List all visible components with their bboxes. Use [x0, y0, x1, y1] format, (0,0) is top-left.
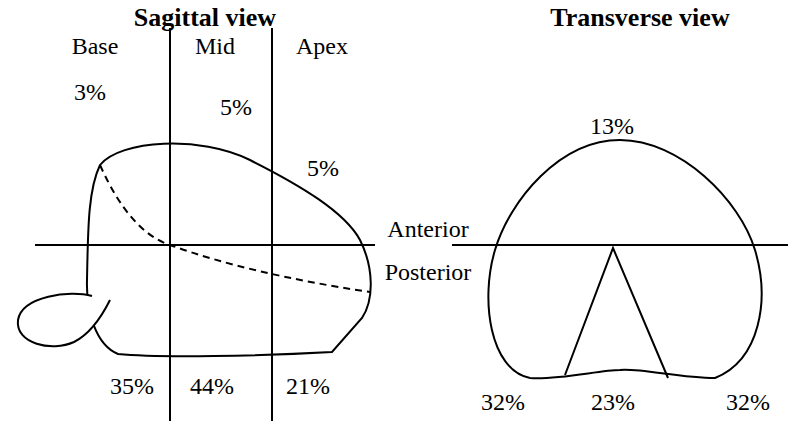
percentage: 21%	[286, 374, 330, 398]
percentage: 5%	[307, 156, 339, 180]
percentage: 32%	[726, 390, 770, 414]
percentage: 3%	[74, 80, 106, 104]
percentage: 23%	[591, 390, 635, 414]
percentage: 35%	[110, 374, 154, 398]
zone-name: Apex	[296, 34, 348, 58]
direction-label: Anterior	[387, 217, 468, 241]
percentage: 5%	[220, 95, 252, 119]
seminal-vesicle	[18, 294, 110, 346]
direction-label: Posterior	[385, 260, 472, 284]
percentage: 44%	[190, 374, 234, 398]
prostate-sagittal-outline	[87, 144, 371, 357]
zone-name: Base	[72, 34, 119, 58]
view-title: Sagittal view	[134, 5, 276, 31]
urethra-dashed	[100, 165, 370, 292]
view-title: Transverse view	[550, 5, 729, 31]
zone-triangle	[565, 248, 668, 378]
anterior-posterior-divider	[452, 244, 788, 246]
percentage: 32%	[481, 390, 525, 414]
percentage: 13%	[590, 114, 634, 138]
zone-name: Mid	[195, 34, 235, 58]
zone-divider	[169, 28, 171, 421]
zone-divider	[271, 28, 273, 421]
anterior-posterior-divider	[35, 244, 375, 246]
prostate-transverse-outline	[488, 140, 761, 378]
